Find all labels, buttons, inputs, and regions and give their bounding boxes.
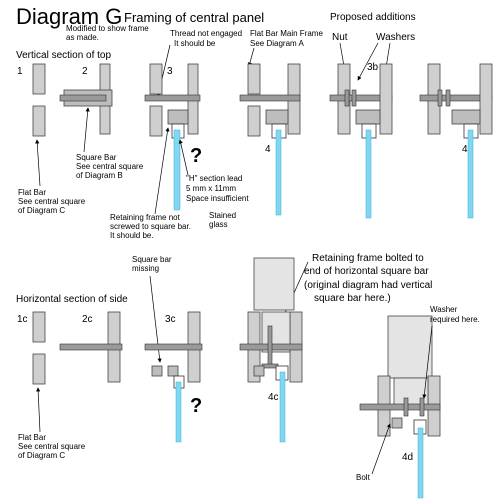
note-square-missing-2: missing <box>132 264 159 273</box>
arrow-h-section <box>178 139 189 176</box>
note-flat-bar-bottom-3: of Diagram C <box>18 451 65 460</box>
step-3-label: 3 <box>167 66 173 77</box>
note-square-missing-1: Square bar <box>132 255 172 264</box>
note-square-bar-1: Square Bar <box>76 153 117 162</box>
label-horizontal-section: Horizontal section of side <box>16 294 128 305</box>
step-4b-assembly <box>419 63 493 219</box>
step-2-label: 2 <box>82 66 88 77</box>
note-stained-2: glass <box>209 220 228 229</box>
step-1-label: 1 <box>17 66 23 77</box>
step-3b-assembly <box>329 63 393 219</box>
note-proposed: Proposed additions <box>330 12 416 23</box>
note-bolted-2: end of horizontal square bar <box>304 266 429 277</box>
arrow-retaining <box>154 127 170 215</box>
note-retaining-2: screwed to square bar. <box>110 222 191 231</box>
step-1c-label: 1c <box>17 314 28 325</box>
note-flat-bar-3: of Diagram C <box>18 206 65 215</box>
note-stained-1: Stained <box>209 211 236 220</box>
step-2c-assembly <box>59 311 123 383</box>
step-4c-label: 4c <box>268 392 279 403</box>
note-square-bar-2: See central square <box>76 162 144 171</box>
arrow-flat-bar-bottom <box>36 387 41 433</box>
note-h-section-2: 5 mm x 11mm <box>186 184 236 193</box>
note-flat-bar-bottom-2: See central square <box>18 442 86 451</box>
note-bolted-1: Retaining frame bolted to <box>312 253 424 264</box>
step-3c-assembly <box>144 311 203 443</box>
note-retaining-1: Retaining frame not <box>110 213 181 222</box>
note-thread-2: It should be <box>174 39 216 48</box>
note-h-section-1: "H" section lead <box>186 174 242 183</box>
arrow-flat-bar <box>35 139 41 187</box>
note-flat-bar-1: Flat Bar <box>18 188 46 197</box>
diagram-subtitle: Framing of central panel <box>124 10 264 25</box>
note-bolted-4: square bar here.) <box>314 293 391 304</box>
step-3-assembly <box>144 63 201 211</box>
arrow-square-bar <box>83 107 90 153</box>
arrow-main-frame <box>247 47 255 67</box>
note-bolted-3: (original diagram had vertical <box>304 280 432 291</box>
step-2-square-bar <box>59 63 113 135</box>
step-4d-label: 4d <box>402 452 413 463</box>
note-washer-req-1: Washer <box>430 305 458 314</box>
step-2c-label: 2c <box>82 314 93 325</box>
question-mark-bottom: ? <box>190 395 202 417</box>
step-4-label: 4 <box>265 144 271 155</box>
step-1c-flat-bar <box>32 311 46 385</box>
label-vertical-section: Vertical section of top <box>16 50 111 61</box>
note-retaining-3: It should be. <box>110 231 154 240</box>
note-main-frame-1: Flat Bar Main Frame <box>250 29 323 38</box>
note-flat-bar-2: See central square <box>18 197 86 206</box>
note-nut: Nut <box>332 32 348 43</box>
note-bolt: Bolt <box>356 473 371 482</box>
note-square-bar-3: of Diagram B <box>76 171 123 180</box>
step-1-flat-bar <box>32 63 46 137</box>
question-mark-top: ? <box>190 145 202 167</box>
arrow-washer-req <box>422 325 433 399</box>
step-3b-label: 3b <box>367 62 379 73</box>
note-modified-1: Modified to show frame <box>66 24 149 33</box>
note-main-frame-2: See Diagram A <box>250 39 304 48</box>
note-washer-req-2: required here. <box>430 315 480 324</box>
step-3c-label: 3c <box>165 314 176 325</box>
arrow-washer-1 <box>357 42 379 81</box>
arrow-bolt <box>371 423 391 475</box>
note-washers: Washers <box>376 32 415 43</box>
step-4c-assembly <box>239 257 303 443</box>
step-4-assembly <box>239 63 301 216</box>
note-flat-bar-bottom-1: Flat Bar <box>18 433 46 442</box>
note-modified-2: as made. <box>66 33 99 42</box>
note-thread-1: Thread not engaged <box>170 29 242 38</box>
diagram-title: Diagram G <box>16 4 122 29</box>
step-4d-assembly <box>359 315 441 499</box>
note-h-section-3: Space insufficient <box>186 194 249 203</box>
